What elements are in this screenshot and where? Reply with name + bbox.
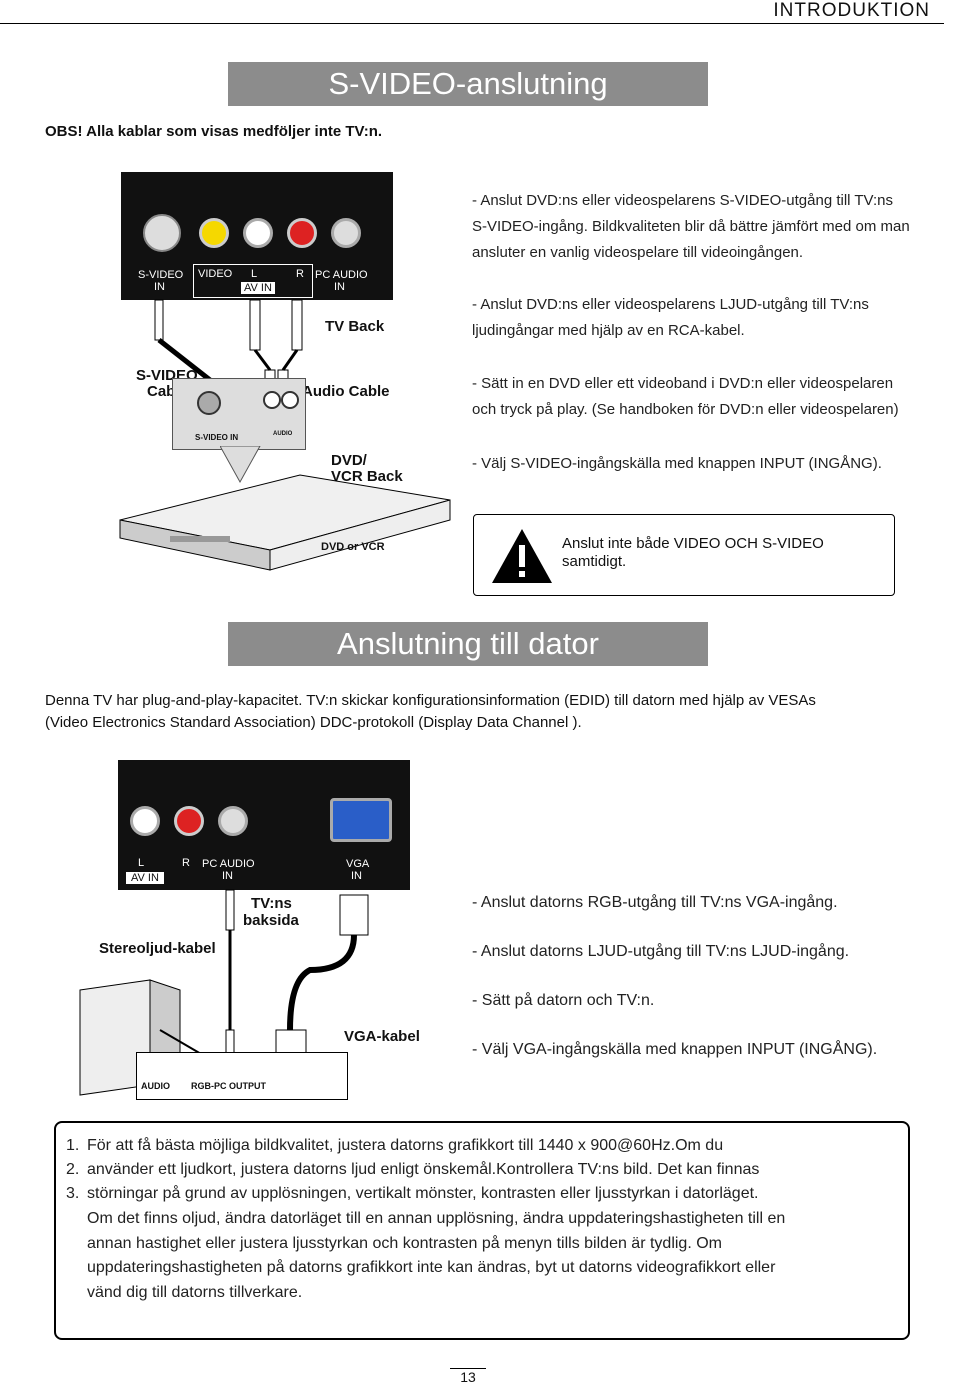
vga-cable-label: VGA-kabel bbox=[344, 1028, 420, 1045]
pc-panel-audio-r-port bbox=[174, 806, 204, 836]
dvd-audio-r-port bbox=[281, 391, 299, 409]
pc-tv-back-label-2: baksida bbox=[243, 912, 299, 929]
notes-box bbox=[54, 1121, 910, 1340]
vga-port bbox=[330, 798, 392, 842]
warning-text-1: Anslut inte både VIDEO OCH S-VIDEO bbox=[562, 535, 824, 552]
pc-audio-port bbox=[331, 218, 361, 248]
dvd-player-drawing bbox=[119, 474, 451, 571]
r-label: R bbox=[296, 268, 304, 280]
svideo-instr-1: - Anslut DVD:ns eller videospelarens S-V… bbox=[472, 192, 894, 209]
dvd-audio-label: AUDIO bbox=[273, 431, 293, 437]
svideo-in-label2: IN bbox=[154, 281, 165, 293]
page-number: 13 bbox=[450, 1368, 486, 1385]
dvd-label: DVD/ bbox=[331, 452, 367, 469]
pc-audio-in-label: IN bbox=[334, 281, 345, 293]
tv-back-label: TV Back bbox=[325, 318, 385, 335]
pc-port-panel: AUDIO RGB-PC OUTPUT bbox=[136, 1052, 348, 1100]
warning-icon bbox=[492, 529, 552, 583]
note-line-1: För att få bästa möjliga bildkvalitet, j… bbox=[87, 1137, 724, 1154]
note-number-3: 3. bbox=[66, 1185, 80, 1202]
pc-audio-port-label: AUDIO bbox=[141, 1081, 170, 1091]
svideo-instr-7: och tryck på play. (Se handboken för DVD… bbox=[472, 401, 899, 418]
pc-pc-audio-in-label: IN bbox=[222, 870, 233, 882]
av-in-label: AV IN bbox=[241, 282, 275, 294]
note-line-6: uppdateringshastigheten på datorns grafi… bbox=[87, 1259, 776, 1276]
note-number-1: 1. bbox=[66, 1137, 80, 1154]
pc-tv-back-panel: L R AV IN PC AUDIO IN VGA IN bbox=[118, 760, 410, 890]
note-line-7: vänd dig till datorns tillverkare. bbox=[87, 1284, 303, 1301]
av-in-group bbox=[193, 264, 313, 298]
svideo-in-label: S-VIDEO bbox=[138, 269, 184, 281]
pc-panel-pc-audio-port bbox=[218, 806, 248, 836]
pc-pc-audio-label: PC AUDIO bbox=[202, 858, 255, 870]
pc-r-label: R bbox=[182, 857, 190, 869]
pc-tv-back-label-1: TV:ns bbox=[251, 895, 292, 912]
audio-cable-label: Audio Cable bbox=[302, 383, 390, 400]
svideo-instr-8: - Välj S-VIDEO-ingångskälla med knappen … bbox=[472, 455, 882, 472]
tv-back-panel: S-VIDEO IN VIDEO L R AV IN PC AUDIO IN bbox=[121, 172, 393, 300]
vga-label: VGA bbox=[346, 858, 370, 870]
video-label: VIDEO bbox=[198, 268, 233, 280]
pc-av-in-label: AV IN bbox=[126, 872, 164, 884]
video-port bbox=[199, 218, 229, 248]
svideo-instr-3: ansluter en vanlig videospelare till vid… bbox=[472, 244, 804, 261]
note-line-4: Om det finns oljud, ändra datorläget til… bbox=[87, 1210, 786, 1227]
pc-l-label: L bbox=[138, 857, 145, 869]
header-rule bbox=[0, 23, 944, 24]
pc-instr-1: - Anslut datorns RGB-utgång till TV:ns V… bbox=[472, 894, 838, 911]
note-line-5: annan hastighet eller justera ljusstyrka… bbox=[87, 1235, 722, 1252]
note-line-3: störningar på grund av upplösningen, ver… bbox=[87, 1185, 759, 1202]
pc-instr-3: - Sätt på datorn och TV:n. bbox=[472, 992, 655, 1009]
pc-rgb-output-label: RGB-PC OUTPUT bbox=[191, 1081, 266, 1091]
vcr-back-label: VCR Back bbox=[331, 468, 403, 485]
dvd-back-panel: S-VIDEO IN AUDIO bbox=[172, 378, 306, 450]
svideo-instr-4: - Anslut DVD:ns eller videospelarens LJU… bbox=[472, 296, 869, 313]
svideo-instr-6: - Sätt in en DVD eller ett videoband i D… bbox=[472, 375, 894, 392]
pc-panel-audio-l-port bbox=[130, 806, 160, 836]
warning-box: Anslut inte både VIDEO OCH S-VIDEO samti… bbox=[473, 514, 895, 596]
section-header: INTRODUKTION bbox=[773, 0, 930, 21]
vga-in-label: IN bbox=[351, 870, 362, 882]
stereo-cable-label: Stereoljud-kabel bbox=[99, 940, 216, 957]
note-number-2: 2. bbox=[66, 1161, 80, 1178]
pc-intro-1: Denna TV har plug-and-play-kapacitet. TV… bbox=[45, 692, 816, 709]
dvd-svideo-in-label: S-VIDEO IN bbox=[195, 433, 239, 442]
callout-pointer bbox=[220, 446, 261, 484]
audio-l-port bbox=[243, 218, 273, 248]
note-line-2: använder ett ljudkort, justera datorns l… bbox=[87, 1161, 760, 1178]
pc-instr-2: - Anslut datorns LJUD-utgång till TV:ns … bbox=[472, 943, 850, 960]
pc-intro-2: (Video Electronics Standard Association)… bbox=[45, 714, 582, 731]
dvd-svideo-port bbox=[197, 391, 221, 415]
l-label: L bbox=[251, 268, 258, 280]
svideo-instr-5: ljudingångar med hjälp av en RCA-kabel. bbox=[472, 322, 745, 339]
dvd-or-vcr-label: DVD or VCR bbox=[321, 541, 385, 553]
warning-text-2: samtidigt. bbox=[562, 553, 627, 570]
svideo-port bbox=[143, 214, 181, 252]
pc-audio-label: PC AUDIO bbox=[315, 269, 368, 281]
pc-title: Anslutning till dator bbox=[228, 622, 708, 666]
audio-r-port bbox=[287, 218, 317, 248]
dvd-audio-l-port bbox=[263, 391, 281, 409]
svideo-instr-2: S-VIDEO-ingång. Bildkvaliteten blir då b… bbox=[472, 218, 910, 235]
obs-note: OBS! Alla kablar som visas medföljer int… bbox=[45, 123, 383, 140]
svideo-title: S-VIDEO-anslutning bbox=[228, 62, 708, 106]
pc-instr-4: - Välj VGA-ingångskälla med knappen INPU… bbox=[472, 1041, 878, 1058]
